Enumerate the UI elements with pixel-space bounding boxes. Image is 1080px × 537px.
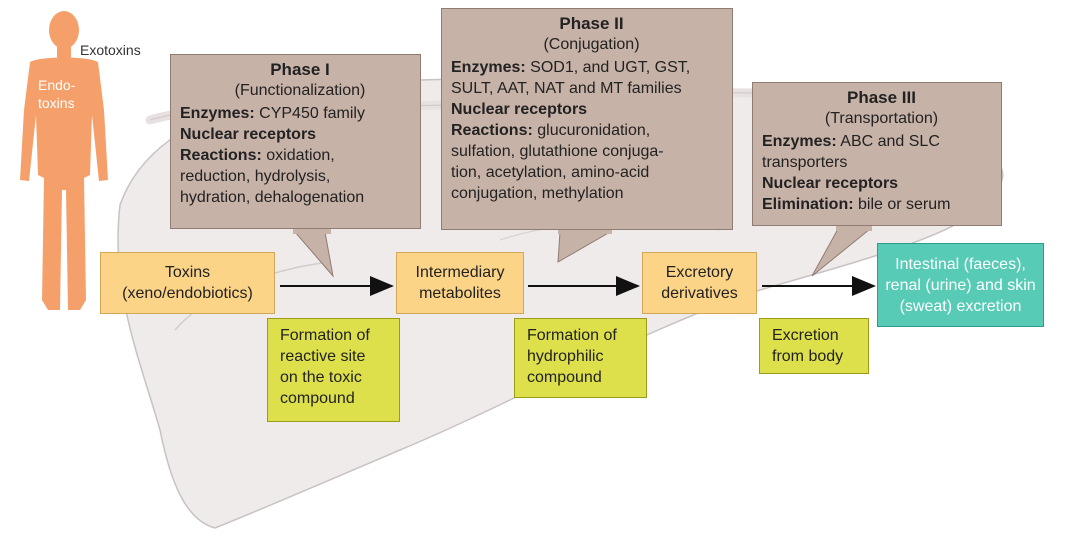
- phase2-subtitle: (Conjugation): [543, 36, 640, 53]
- phase1-callout: Phase I (Functionalization) Enzymes: CYP…: [170, 54, 421, 229]
- human-figure-icon: [20, 11, 108, 310]
- phase2-reactions-2: sulfation, glutathione conjuga-: [451, 143, 664, 160]
- phase1-enzymes: Enzymes: CYP450 family: [180, 105, 365, 122]
- phase2-reactions-4: conjugation, methylation: [451, 185, 624, 202]
- exotoxins-label: Exotoxins: [80, 42, 141, 58]
- phase2-title: Phase II: [559, 14, 624, 33]
- phase2-receptors: Nuclear receptors: [451, 101, 588, 118]
- phase3-enzymes: Enzymes: ABC and SLC: [762, 133, 940, 150]
- intermediary-metabolites-box: Intermediary metabolites: [396, 252, 524, 314]
- excretory-derivatives-box: Excretory derivatives: [642, 252, 757, 314]
- excretion-from-body-note: Excretion from body: [759, 318, 869, 374]
- phase1-title: Phase I: [270, 60, 330, 79]
- phase2-enzymes-2: SULT, AAT, NAT and MT families: [451, 80, 682, 97]
- toxins-box: Toxins (xeno/endobiotics): [100, 252, 275, 314]
- phase1-receptors: Nuclear receptors: [180, 126, 317, 143]
- phase3-enzymes-2: transporters: [762, 154, 848, 171]
- formation-hydrophilic-note: Formation of hydrophilic compound: [514, 318, 647, 398]
- formation-reactive-site-note: Formation of reactive site on the toxic …: [267, 318, 400, 422]
- endotoxins-label: Endo- toxins: [38, 77, 76, 111]
- excretion-routes-box: Intestinal (faeces), renal (urine) and s…: [877, 243, 1044, 327]
- phase1-subtitle: (Functionalization): [234, 82, 366, 99]
- phase3-receptors: Nuclear receptors: [762, 175, 899, 192]
- phase2-reactions: Reactions: glucuronidation,: [451, 122, 651, 139]
- phase3-title: Phase III: [847, 88, 916, 107]
- phase2-callout: Phase II (Conjugation) Enzymes: SOD1, an…: [441, 8, 733, 230]
- phase3-elimination: Elimination: bile or serum: [762, 196, 951, 213]
- phase3-callout: Phase III (Transportation) Enzymes: ABC …: [752, 82, 1002, 226]
- phase1-reactions-3: hydration, dehalogenation: [180, 189, 365, 206]
- phase3-subtitle: (Transportation): [824, 110, 939, 127]
- phase1-reactions-2: reduction, hydrolysis,: [180, 168, 331, 185]
- phase2-enzymes: Enzymes: SOD1, and UGT, GST,: [451, 59, 691, 76]
- phase1-reactions: Reactions: oxidation,: [180, 147, 335, 164]
- phase2-reactions-3: tion, acetylation, amino-acid: [451, 164, 650, 181]
